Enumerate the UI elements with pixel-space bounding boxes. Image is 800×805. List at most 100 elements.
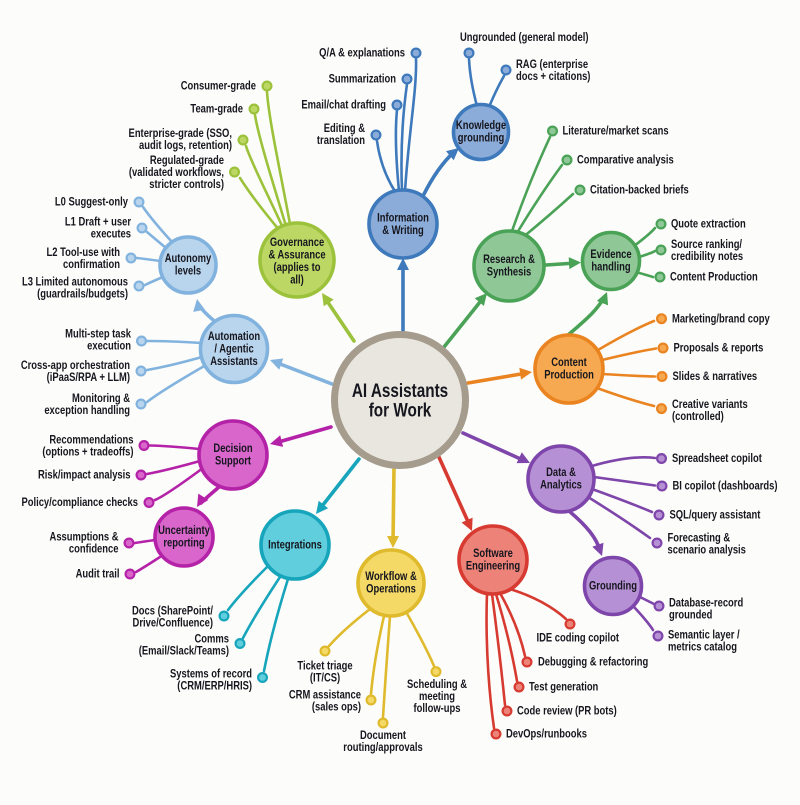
svg-text:Recommendations: Recommendations [49, 433, 133, 446]
svg-text:docs + citations): docs + citations) [516, 70, 591, 83]
svg-text:Content: Content [551, 356, 587, 369]
svg-text:Forecasting &: Forecasting & [668, 531, 731, 544]
svg-text:Policy/compliance checks: Policy/compliance checks [21, 496, 138, 509]
svg-text:credibility notes: credibility notes [671, 250, 743, 263]
svg-text:meeting: meeting [419, 690, 455, 703]
svg-text:Analytics: Analytics [540, 479, 582, 492]
svg-text:(controlled): (controlled) [672, 410, 724, 423]
svg-text:Audit trail: Audit trail [76, 567, 120, 580]
svg-text:Operations: Operations [366, 583, 416, 596]
svg-text:Email/chat drafting: Email/chat drafting [301, 98, 386, 111]
svg-text:Creative variants: Creative variants [672, 398, 748, 411]
svg-text:Content Production: Content Production [670, 270, 758, 283]
svg-text:stricter controls): stricter controls) [149, 178, 224, 191]
svg-text:Debugging & refactoring: Debugging & refactoring [538, 655, 648, 668]
svg-text:handling: handling [591, 261, 630, 274]
svg-text:Q/A & explanations: Q/A & explanations [319, 46, 405, 59]
svg-text:L0 Suggest-only: L0 Suggest-only [55, 195, 128, 208]
svg-text:(IT/CS): (IT/CS) [310, 671, 341, 684]
svg-text:BI copilot (dashboards): BI copilot (dashboards) [673, 479, 778, 492]
svg-text:Document: Document [360, 729, 406, 742]
svg-text:Proposals & reports: Proposals & reports [674, 341, 764, 354]
svg-text:Autonomy: Autonomy [165, 252, 211, 265]
svg-text:(options + tradeoffs): (options + tradeoffs) [42, 445, 133, 458]
svg-text:Editing &: Editing & [324, 122, 365, 135]
svg-text:Workflow &: Workflow & [365, 570, 417, 583]
svg-text:Software: Software [473, 547, 513, 560]
svg-text:Risk/impact analysis: Risk/impact analysis [38, 468, 131, 481]
svg-text:Regulated-grade: Regulated-grade [150, 154, 224, 167]
svg-text:translation: translation [317, 134, 365, 147]
svg-text:Ungrounded (general model): Ungrounded (general model) [460, 31, 589, 44]
svg-text:Evidence: Evidence [590, 248, 631, 261]
svg-text:AI Assistants: AI Assistants [352, 379, 449, 401]
svg-text:(iPaaS/RPA + LLM): (iPaaS/RPA + LLM) [47, 371, 131, 384]
svg-text:Source ranking/: Source ranking/ [671, 238, 742, 251]
svg-text:Data &: Data & [546, 466, 576, 479]
svg-text:Automation: Automation [208, 330, 260, 343]
svg-text:Knowledge: Knowledge [456, 119, 506, 132]
svg-text:& Writing: & Writing [382, 224, 424, 237]
svg-text:Monitoring &: Monitoring & [72, 392, 130, 405]
svg-text:confidence: confidence [69, 542, 119, 555]
svg-text:Docs (SharePoint/: Docs (SharePoint/ [132, 604, 213, 617]
svg-text:IDE coding copilot: IDE coding copilot [537, 631, 620, 644]
svg-text:for Work: for Work [369, 399, 432, 421]
svg-text:Spreadsheet copilot: Spreadsheet copilot [672, 452, 762, 465]
svg-text:reporting: reporting [163, 537, 204, 550]
svg-text:Ticket triage: Ticket triage [297, 659, 352, 672]
svg-text:Test generation: Test generation [529, 680, 598, 693]
svg-text:Grounding: Grounding [589, 579, 637, 592]
svg-text:metrics catalog: metrics catalog [668, 640, 737, 653]
svg-text:grounding: grounding [458, 132, 504, 145]
svg-text:Quote extraction: Quote extraction [671, 217, 746, 230]
svg-text:confirmation: confirmation [63, 258, 120, 271]
svg-text:Assistants: Assistants [210, 355, 258, 368]
svg-text:(guardrails/budgets): (guardrails/budgets) [37, 287, 128, 300]
svg-text:Literature/market scans: Literature/market scans [563, 124, 669, 137]
svg-text:Assumptions &: Assumptions & [50, 530, 119, 543]
svg-text:SQL/query assistant: SQL/query assistant [670, 508, 761, 521]
svg-text:Research &: Research & [483, 253, 535, 266]
svg-text:Comms: Comms [195, 632, 229, 645]
svg-text:Multi-step task: Multi-step task [65, 327, 131, 340]
svg-text:(applies to: (applies to [273, 261, 320, 274]
svg-text:/ Agentic: / Agentic [214, 342, 253, 355]
svg-text:Team-grade: Team-grade [190, 102, 243, 115]
svg-text:scenario analysis: scenario analysis [668, 543, 746, 556]
svg-text:Database-record: Database-record [669, 596, 743, 609]
svg-text:follow-ups: follow-ups [413, 702, 460, 715]
svg-text:DevOps/runbooks: DevOps/runbooks [506, 727, 587, 740]
svg-text:Scheduling &: Scheduling & [407, 678, 467, 691]
svg-text:Code review (PR bots): Code review (PR bots) [517, 704, 617, 717]
svg-text:Drive/Confluence): Drive/Confluence) [133, 616, 214, 629]
svg-text:Slides & narratives: Slides & narratives [673, 370, 758, 383]
svg-text:Cross-app orchestration: Cross-app orchestration [21, 359, 130, 372]
svg-text:& Assurance: & Assurance [268, 249, 325, 262]
svg-text:Engineering: Engineering [466, 560, 520, 573]
svg-text:(validated workflows,: (validated workflows, [129, 166, 224, 179]
svg-text:(CRM/ERP/HRIS): (CRM/ERP/HRIS) [177, 679, 252, 692]
svg-text:Information: Information [377, 212, 429, 225]
svg-text:Synthesis: Synthesis [487, 266, 531, 279]
svg-text:CRM assistance: CRM assistance [289, 688, 361, 701]
svg-text:routing/approvals: routing/approvals [343, 741, 422, 754]
svg-text:Governance: Governance [270, 236, 324, 249]
svg-text:L3 Limited autonomous: L3 Limited autonomous [22, 275, 128, 288]
svg-text:Marketing/brand copy: Marketing/brand copy [672, 312, 770, 325]
svg-text:Support: Support [215, 455, 251, 468]
svg-text:Production: Production [544, 369, 594, 382]
svg-text:Summarization: Summarization [329, 72, 396, 85]
svg-text:levels: levels [175, 265, 201, 278]
svg-text:Citation-backed briefs: Citation-backed briefs [590, 183, 689, 196]
svg-text:L1 Draft + user: L1 Draft + user [65, 215, 132, 228]
svg-text:grounded: grounded [669, 608, 712, 621]
svg-text:(sales ops): (sales ops) [312, 700, 361, 713]
svg-text:L2 Tool-use with: L2 Tool-use with [47, 246, 120, 259]
svg-text:Systems of record: Systems of record [170, 667, 252, 680]
svg-text:executes: executes [91, 227, 131, 240]
svg-text:Semantic layer /: Semantic layer / [668, 628, 740, 641]
svg-text:Comparative analysis: Comparative analysis [577, 153, 674, 166]
svg-text:Decision: Decision [213, 442, 252, 455]
svg-text:Uncertainty: Uncertainty [158, 524, 210, 537]
